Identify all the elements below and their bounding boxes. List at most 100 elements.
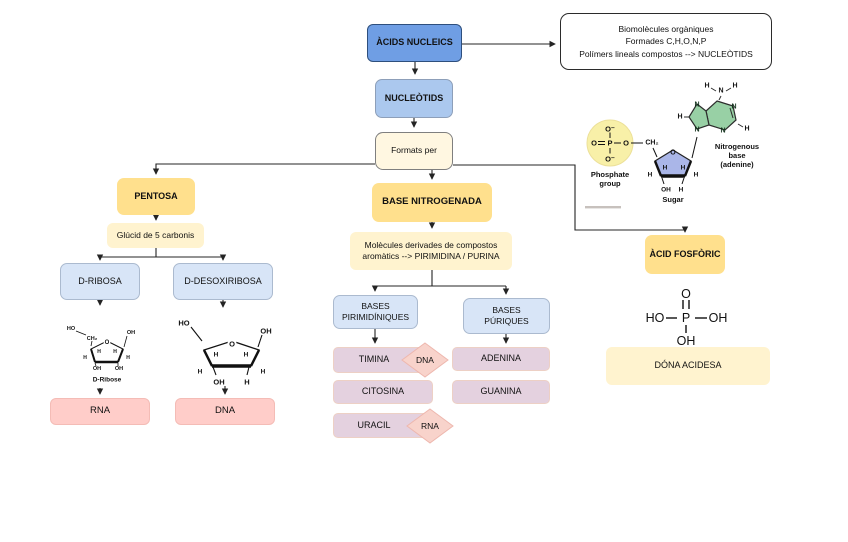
connector-molecules-split: [375, 268, 506, 287]
nitrogenous-base-caption: Nitrogenous: [715, 142, 759, 151]
bond: [737, 123, 744, 128]
node-guanina-label: GUANINA: [480, 386, 522, 397]
node-dona-acidesa[interactable]: DÓNA ACIDESA: [606, 347, 770, 385]
node-molecules[interactable]: Molècules derivades de compostos aromàti…: [350, 232, 512, 270]
atom-oh: OH: [677, 334, 696, 348]
node-formats-per-label: Formats per: [391, 145, 437, 156]
node-base-nitrogenada[interactable]: BASE NITROGENADA: [372, 183, 492, 222]
atom-h: H: [677, 114, 682, 121]
node-rna-label: RNA: [89, 405, 111, 417]
bases-pirimidiniques-line-1: BASES: [361, 300, 390, 311]
phosphate-group-caption: Phosphate: [591, 170, 629, 179]
info-line-2: Formades C,H,O,N,P: [625, 36, 707, 47]
node-pentosa-label: PENTOSA: [134, 190, 178, 201]
ribose-bold-edge: [90, 348, 96, 363]
info-line-3: Polímers lineals compostos --> NUCLEÒTID…: [579, 48, 753, 59]
node-guanina[interactable]: GUANINA: [452, 380, 550, 404]
sugar-bold-edge: [683, 160, 693, 177]
atom-h: H: [681, 165, 686, 172]
node-d-desoxiribosa-label: D-DESOXIRIBOSA: [184, 275, 262, 286]
atom-h: H: [679, 187, 684, 194]
node-nucleotids[interactable]: NUCLEÒTIDS: [375, 79, 453, 118]
bond: [729, 107, 734, 119]
diamond-rna[interactable]: RNA: [406, 408, 454, 444]
node-base-nitrogenada-label: BASE NITROGENADA: [382, 196, 482, 208]
node-bases-pirimidiniques[interactable]: BASES PIRIMIDÍNIQUES: [333, 295, 418, 329]
bond: [725, 87, 732, 92]
atom-h: H: [744, 126, 749, 133]
node-adenina[interactable]: ADENINA: [452, 347, 550, 371]
node-glucid-label: Glúcid de 5 carbonis: [116, 229, 195, 240]
node-acids-nucleics[interactable]: ÀCIDS NUCLEICS: [367, 24, 462, 62]
fine-print: [585, 206, 621, 209]
bond: [257, 334, 263, 348]
atom-h: H: [704, 83, 709, 90]
diamond-dna[interactable]: DNA: [401, 342, 449, 378]
atom-ho: HO: [646, 311, 665, 325]
deoxyribose-bold-edge: [249, 349, 261, 367]
node-pentosa[interactable]: PENTOSA: [117, 178, 195, 215]
atom-h: H: [732, 83, 737, 90]
atom-o-ring: O: [229, 340, 235, 349]
bases-puriques-line-1: BASES: [492, 304, 521, 315]
node-dna[interactable]: DNA: [175, 398, 275, 425]
atom-h: H: [198, 369, 203, 376]
atom-n: N: [731, 104, 736, 111]
atom-h: H: [126, 355, 130, 361]
node-dna-label: DNA: [214, 405, 236, 417]
ribose-structure-figure[interactable]: HO CH₂ O OH H H H H OH OH D-Ribose: [60, 318, 155, 386]
bond: [246, 366, 250, 376]
bond: [190, 326, 203, 342]
atom-o-minus-top: O⁻: [605, 125, 615, 134]
bond: [75, 330, 87, 336]
atom-chip: [227, 338, 237, 348]
node-rna[interactable]: RNA: [50, 398, 150, 425]
deoxyribose-structure-figure[interactable]: HO O OH H H H H OH H: [172, 313, 272, 389]
atom-chip: [103, 338, 111, 346]
node-uracil[interactable]: URACIL: [333, 413, 433, 438]
atom-h: H: [97, 349, 101, 355]
diamond-dna-label: DNA: [416, 355, 434, 365]
node-adenina-label: ADENINA: [480, 353, 521, 364]
bond: [710, 87, 717, 92]
nucleotide-structure-figure[interactable]: O⁻ O P O O⁻ CH₂ O H H: [580, 78, 795, 213]
phosphoric-acid-figure[interactable]: O HO P OH OH: [635, 283, 740, 348]
atom-oh: OH: [709, 311, 728, 325]
atom-h: H: [83, 355, 87, 361]
atom-o-minus-bottom: O⁻: [605, 155, 615, 164]
atom-o-ring: O: [105, 340, 110, 346]
node-d-desoxiribosa[interactable]: D-DESOXIRIBOSA: [173, 263, 273, 300]
atom-h: H: [214, 352, 219, 359]
atom-n-amine: N: [718, 88, 723, 95]
node-d-ribosa-label: D-RIBOSA: [78, 275, 122, 286]
phosphate-group-caption-2: group: [599, 179, 621, 188]
ribose-caption: D-Ribose: [93, 377, 122, 384]
node-citosina[interactable]: CITOSINA: [333, 380, 433, 404]
bond: [691, 136, 698, 159]
atom-h: H: [244, 352, 249, 359]
node-acid-fosforic-label: ÀCID FOSFÒRIC: [649, 248, 721, 259]
bases-pirimidiniques-line-2: PIRIMIDÍNIQUES: [341, 312, 410, 322]
atom-ch2: CH₂: [645, 140, 658, 147]
atom-p: P: [682, 311, 690, 325]
node-formats-per[interactable]: Formats per: [375, 132, 453, 170]
node-glucid[interactable]: Glúcid de 5 carbonis: [107, 223, 204, 248]
bases-puriques-line-2: PÚRIQUES: [484, 316, 529, 326]
atom-h: H: [113, 349, 117, 355]
node-d-ribosa[interactable]: D-RIBOSA: [60, 263, 140, 300]
node-timina-label: TIMINA: [358, 354, 390, 365]
node-citosina-label: CITOSINA: [361, 386, 405, 397]
node-info-box[interactable]: Biomolècules orgàniques Formades C,H,O,N…: [560, 13, 772, 70]
molecules-line-2: aromàtics --> PIRIMIDINA / PURINA: [362, 251, 500, 261]
node-acid-fosforic[interactable]: ÀCID FOSFÒRIC: [645, 235, 725, 274]
adenine-pentagon: [688, 103, 710, 130]
node-bases-puriques[interactable]: BASES PÚRIQUES: [463, 298, 550, 334]
bond: [718, 95, 722, 101]
connector-formats-to-pentosa: [152, 163, 375, 175]
atom-o-ring: O: [670, 150, 676, 157]
atom-o-right: O: [623, 139, 629, 148]
deoxyribose-bold-edge: [202, 349, 214, 367]
bond: [212, 366, 217, 376]
sugar-caption: Sugar: [662, 195, 683, 204]
